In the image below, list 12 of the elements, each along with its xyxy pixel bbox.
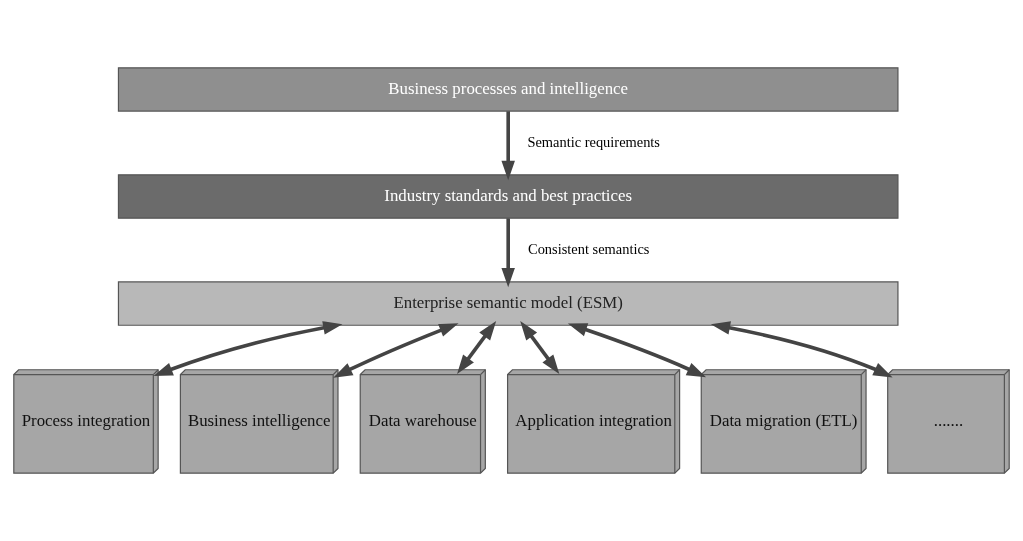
arrow — [710, 321, 893, 378]
arrow — [501, 218, 515, 288]
node-box: Business processes and intelligence — [117, 67, 899, 112]
node-box: Enterprise semantic model (ESM) — [117, 281, 899, 326]
arrow — [520, 321, 560, 374]
arrow — [567, 323, 707, 378]
edge-label: Semantic requirements — [527, 134, 660, 151]
edge-label: Consistent semantics — [528, 241, 650, 258]
node-box: Industry standards and best practices — [117, 174, 899, 219]
arrow — [153, 321, 343, 377]
arrow — [501, 111, 515, 181]
arrow — [333, 323, 459, 378]
